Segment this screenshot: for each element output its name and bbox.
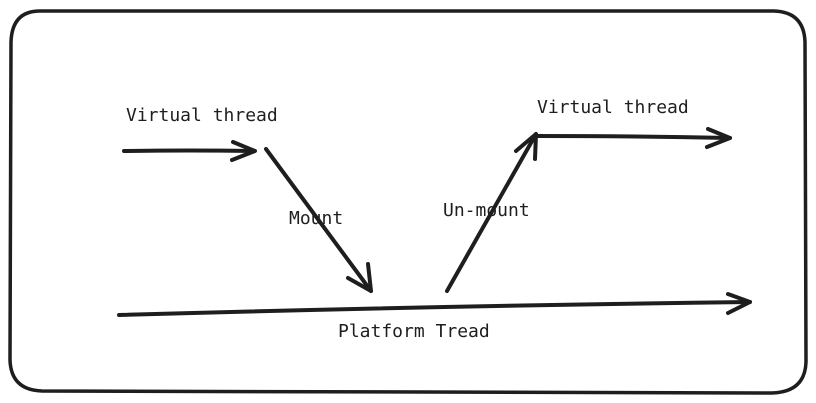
diagram-frame <box>8 9 808 395</box>
virtual-thread-in-arrow <box>122 140 257 162</box>
mount-arrow <box>264 147 373 293</box>
virtual-thread-left-label: Virtual thread <box>126 105 278 126</box>
platform-thread-arrow <box>117 292 752 317</box>
mount-label: Mount <box>289 208 344 229</box>
unmount-label: Un-mount <box>443 200 530 221</box>
platform-thread-label: Platform Tread <box>338 321 490 342</box>
virtual-thread-right-label: Virtual thread <box>537 97 689 118</box>
virtual-thread-out-arrow <box>534 127 732 149</box>
